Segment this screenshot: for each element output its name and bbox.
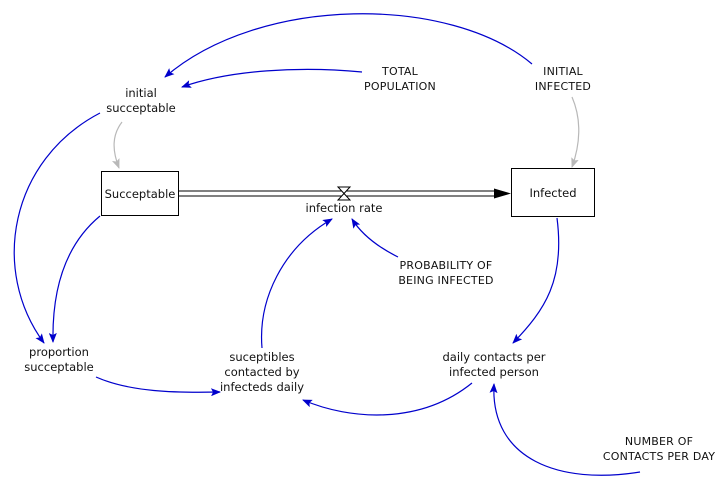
label-line: BEING INFECTED — [398, 274, 494, 287]
label-line: CONTACTS PER DAY — [602, 450, 716, 463]
label-line: succeptable — [106, 101, 176, 115]
stock-succeptable[interactable]: Succeptable — [101, 171, 179, 216]
variable-proportion-succeptable[interactable]: proportion succeptable — [24, 345, 93, 375]
label-line: infected person — [449, 365, 539, 379]
variable-initial-succeptable[interactable]: initial succeptable — [106, 86, 175, 116]
label-line: NUMBER OF — [624, 435, 694, 448]
label-line: proportion — [29, 345, 89, 359]
variable-daily-contacts[interactable]: daily contacts per infected person — [443, 350, 546, 380]
constant-initial-infected[interactable]: INITIAL INFECTED — [535, 64, 591, 94]
label-line: PROBABILITY OF — [399, 259, 493, 272]
label-line: TOTAL — [382, 65, 418, 78]
hourglass-valve-icon[interactable] — [336, 186, 352, 201]
stock-label: Infected — [529, 185, 577, 200]
link-initial-succeptable-to-proportion-succeptable[interactable] — [13, 112, 101, 344]
constant-total-population[interactable]: TOTAL POPULATION — [364, 64, 436, 94]
link-probability-to-infection-rate[interactable] — [351, 218, 399, 258]
link-number-of-contacts-to-daily-contacts[interactable] — [489, 383, 641, 476]
flow-infection-rate-pipe[interactable] — [179, 186, 511, 201]
label-line: POPULATION — [364, 80, 436, 93]
label-line: infection rate — [305, 201, 383, 215]
label-line: succeptable — [24, 360, 94, 374]
link-succeptable-to-proportion-succeptable[interactable] — [48, 215, 101, 343]
init-link-initial-succeptable-to-succeptable[interactable] — [112, 121, 123, 169]
label-line: suceptibles — [229, 350, 295, 364]
label-line: INFECTED — [534, 80, 592, 93]
variable-suceptibles-contacted[interactable]: suceptibles contacted by infecteds daily — [220, 350, 304, 395]
label-line: contacted by — [224, 365, 300, 379]
link-suceptibles-contacted-to-infection-rate[interactable] — [260, 218, 333, 349]
label-line: infecteds daily — [219, 380, 305, 394]
constant-number-of-contacts[interactable]: NUMBER OF CONTACTS PER DAY — [603, 434, 715, 464]
link-daily-contacts-to-suceptibles-contacted[interactable] — [302, 382, 473, 416]
link-initial-infected-to-initial-succeptable[interactable] — [164, 13, 533, 78]
label-line: INITIAL — [543, 65, 583, 78]
init-link-initial-infected-to-infected[interactable] — [571, 96, 580, 168]
flow-label-infection-rate[interactable]: infection rate — [306, 201, 383, 216]
stock-label: Succeptable — [104, 186, 176, 201]
stock-infected[interactable]: Infected — [511, 168, 595, 217]
link-proportion-to-suceptibles-contacted[interactable] — [95, 376, 221, 397]
label-line: daily contacts per — [442, 350, 546, 364]
flow-arrowhead-icon — [494, 188, 511, 199]
constant-probability-of-being-infected[interactable]: PROBABILITY OF BEING INFECTED — [398, 258, 493, 288]
link-infected-to-daily-contacts[interactable] — [512, 217, 560, 344]
link-total-population-to-initial-succeptable[interactable] — [181, 68, 363, 88]
label-line: initial — [125, 86, 157, 100]
